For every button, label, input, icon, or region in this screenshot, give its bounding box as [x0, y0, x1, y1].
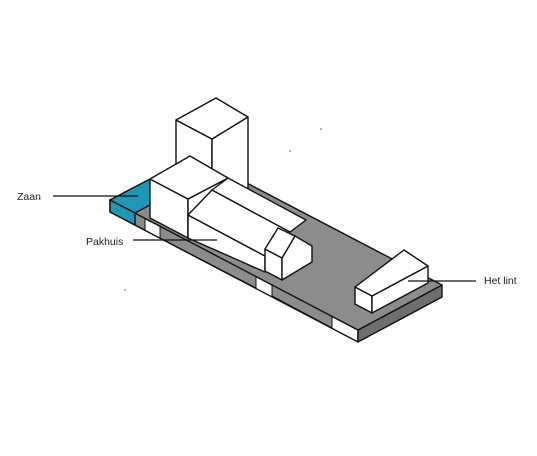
label-zaan: Zaan	[17, 191, 41, 203]
het-lint-building	[354, 249, 429, 314]
gable-roof	[264, 227, 296, 259]
pakhuis-building	[149, 155, 313, 281]
wing-roof-back	[211, 177, 307, 233]
plan-dot	[124, 289, 126, 291]
plan-dot	[320, 128, 322, 130]
zaan-water-front	[109, 199, 136, 226]
plan-dot	[289, 150, 291, 152]
label-pakhuis: Pakhuis	[86, 236, 123, 248]
tower-top	[175, 97, 249, 140]
label-het-lint: Het lint	[484, 275, 517, 287]
lint-top	[354, 249, 429, 297]
